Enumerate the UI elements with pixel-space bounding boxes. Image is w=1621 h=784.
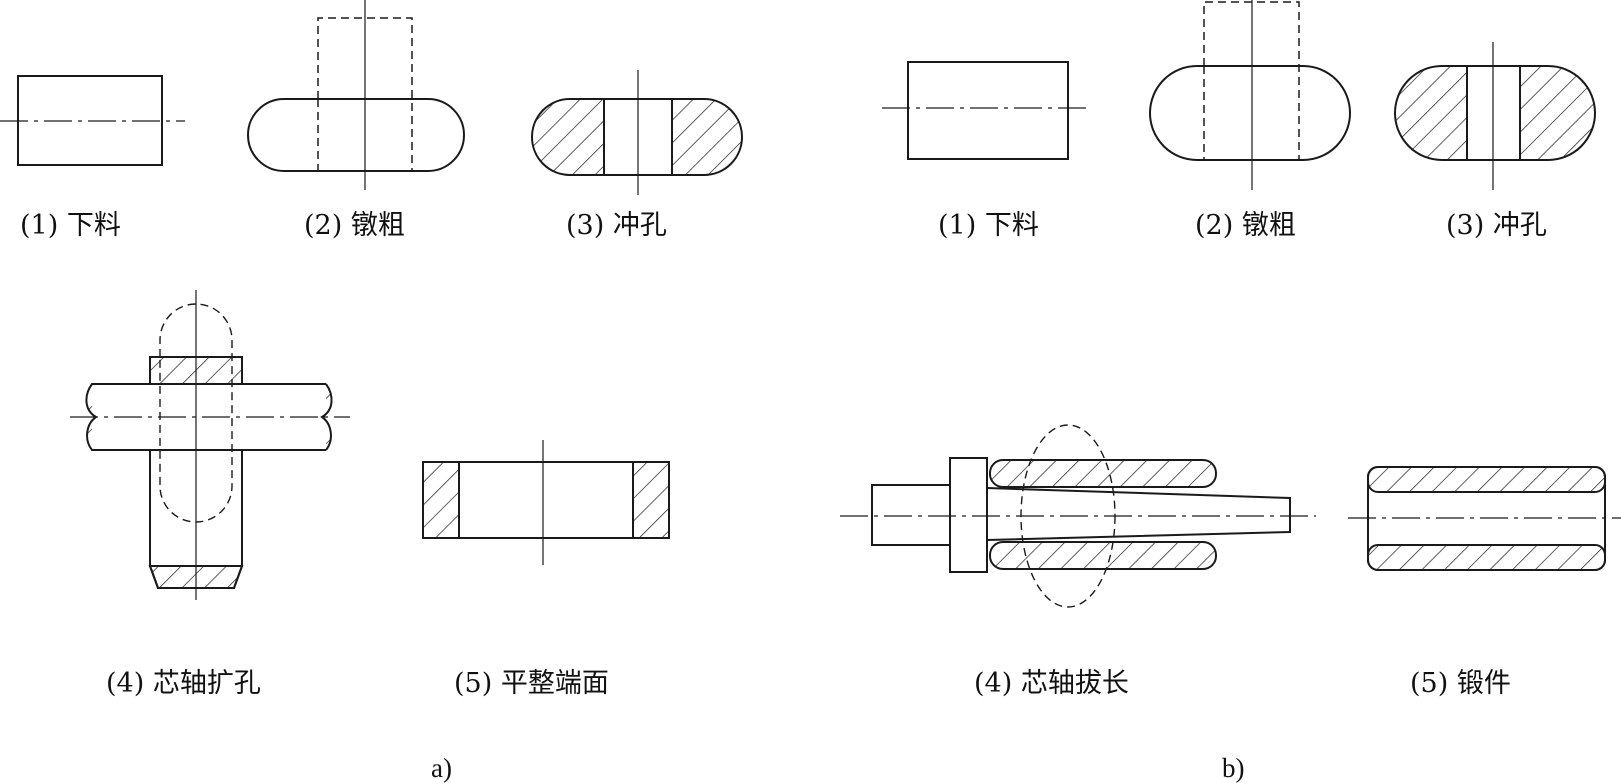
b-step1-label: (1) 下料 [938,210,1039,241]
b-step1-blank [882,61,1088,160]
b-step2-label: (2) 镦粗 [1195,210,1296,241]
b-step2-upsetting [1149,0,1351,190]
panel-b-label: b) [1222,753,1245,783]
panel-a-label: a) [431,753,452,783]
a-step1-blank [0,75,185,166]
b-step4-mandrel-drawing [840,424,1316,608]
b-step3-label: (3) 冲孔 [1446,210,1547,241]
a-step3-punching [531,70,743,195]
a-step2-label: (2) 镦粗 [304,210,405,241]
a-step5-label: (5) 平整端面 [454,668,609,699]
a-step1-label: (1) 下料 [20,210,121,241]
b-step5-label: (5) 锻件 [1410,668,1511,699]
b-step5-forging [1348,466,1621,571]
a-step2-upsetting [247,0,465,190]
a-step4-mandrel-expanding [70,290,350,600]
a-step3-label: (3) 冲孔 [566,210,667,241]
b-step4-label: (4) 芯轴拔长 [974,668,1129,699]
b-step3-punching [1394,42,1596,190]
a-step4-label: (4) 芯轴扩孔 [106,668,261,699]
a-step5-flatten-ends [422,440,670,565]
